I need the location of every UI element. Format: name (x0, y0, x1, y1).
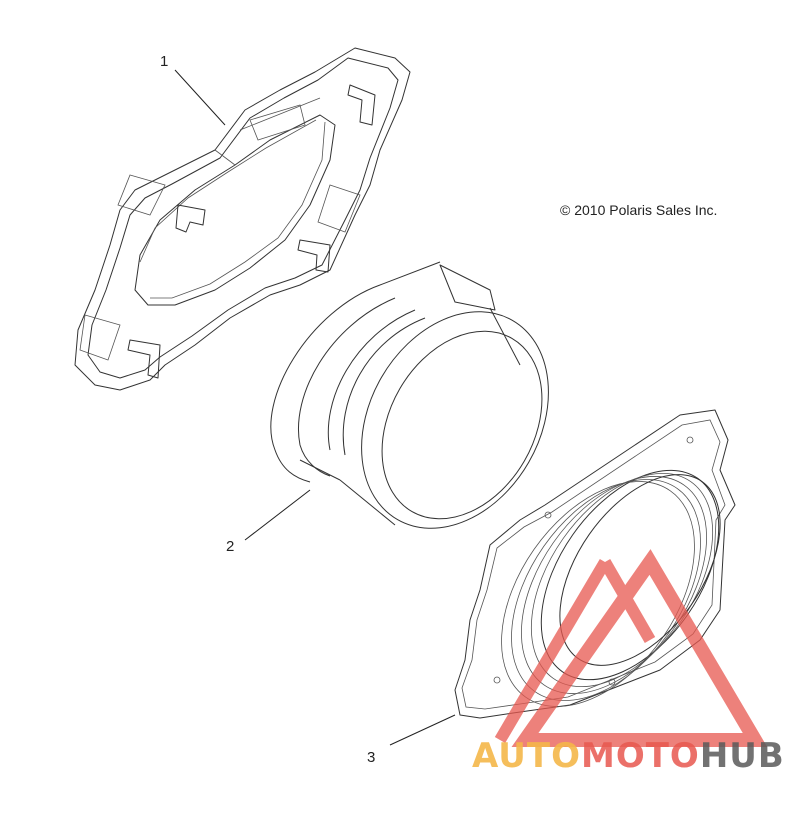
watermark-text-hub: HUB (700, 736, 785, 776)
watermark-text-auto: AUTO (472, 736, 581, 776)
callout-2: 2 (226, 538, 234, 555)
callout-1: 1 (160, 53, 168, 70)
part-2-lens (270, 261, 549, 529)
leader-1 (174, 69, 226, 126)
callout-3: 3 (367, 749, 375, 766)
leader-2 (244, 489, 311, 541)
copyright-text: © 2010 Polaris Sales Inc. (560, 202, 717, 218)
part-3-housing (454, 409, 736, 719)
leader-3 (389, 714, 456, 746)
watermark-text-moto: MOTO (581, 736, 700, 776)
watermark-logo: AUTOMOTOHUB (472, 549, 785, 776)
watermark-triangle-icon (494, 549, 768, 747)
watermark-text: AUTOMOTOHUB (472, 736, 785, 776)
part-1-bezel (74, 47, 411, 391)
